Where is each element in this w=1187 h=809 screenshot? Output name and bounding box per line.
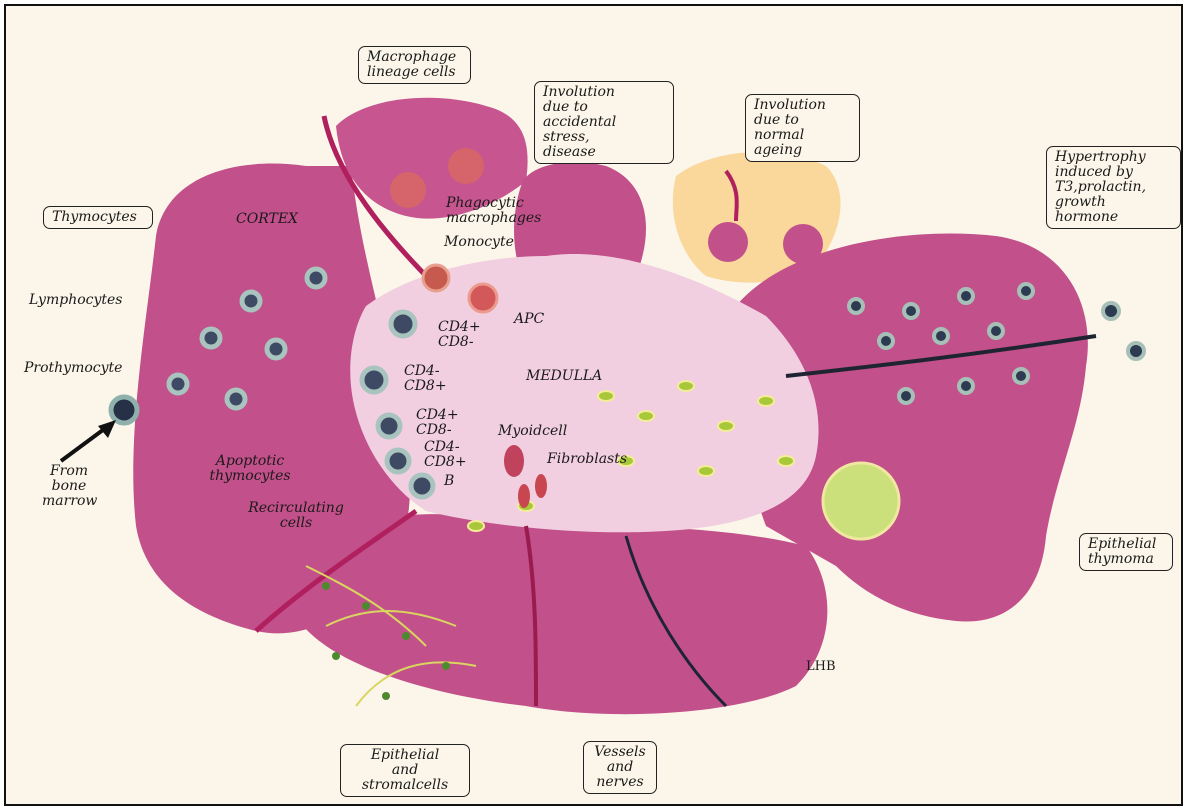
thymocyte-cell [391,312,415,336]
cd4-cd8-label-3: CD4+ CD8- [416,408,459,438]
epithelial-cell [758,396,774,406]
epithelial-cell [598,391,614,401]
phagocytic-macrophage [390,172,426,208]
phagocytic-macrophage [448,148,484,184]
thymocyte-cell [227,390,245,408]
epithelial-cell [678,381,694,391]
involution-stress-label: Involution due to accidental stress, dis… [534,81,674,164]
recirculating-label: Recirculating cells [246,501,346,531]
apoptotic-label: Apoptotic thymocytes [202,454,298,484]
myoidcell-label: Myoidcell [498,424,567,439]
ageing-lobule [708,222,748,262]
macrophage-lineage-label: Macrophage lineage cells [358,46,471,84]
epithelial-thymoma-label: Epithelial thymoma [1079,533,1173,571]
cortex-label: CORTEX [236,212,298,227]
epithelial-cell [718,421,734,431]
phagocytic-label: Phagocytic macrophages [446,196,541,226]
thymocyte-cell [1103,303,1119,319]
epithelial-thymoma-cluster [823,463,899,539]
prothymocyte-cell [111,397,137,423]
monocyte-label: Monocyte [444,235,514,250]
monocyte-cell [423,265,449,291]
prothymocyte-label: Prothymocyte [24,361,122,376]
lymphocytes-label: Lymphocytes [29,293,123,308]
thymocyte-cell [899,389,913,403]
thymocyte-cell [904,304,918,318]
thymocyte-cell [1128,343,1144,359]
diagram-frame: CORTEX MEDULLA Macrophage lineage cells … [4,4,1183,806]
thymocytes-label: Thymocytes [43,206,153,229]
thymocyte-cell [1019,284,1033,298]
thymocyte-cell [362,368,386,392]
thymocyte-cell [934,329,948,343]
signature-label: LHB [806,659,836,674]
thymocyte-cell [849,299,863,313]
hypertrophy-label: Hypertrophy induced by T3,prolactin, gro… [1046,146,1181,229]
cd4-cd8-label-2: CD4- CD8+ [404,364,447,394]
b-cell-label: B [444,474,454,489]
stromal-cell [332,652,340,660]
thymocyte-cell [202,329,220,347]
involution-ageing-label: Involution due to normal ageing [745,94,860,162]
stromal-cell [322,582,330,590]
epithelial-cell [778,456,794,466]
fibroblasts-label: Fibroblasts [547,452,627,467]
thymocyte-cell [307,269,325,287]
thymocyte-cell [378,415,400,437]
vessels-nerves-label: Vessels and nerves [583,741,657,794]
apc-label: APC [514,312,544,327]
cd4-cd8-label-4: CD4- CD8+ [424,440,467,470]
epithelial-cell [698,466,714,476]
thymocyte-cell [959,289,973,303]
myoid-cell [504,445,524,477]
cd4-cd8-label-1: CD4+ CD8- [438,320,481,350]
medulla-label: MEDULLA [526,369,602,384]
fibroblast-cell [518,484,530,508]
thymocyte-cell [959,379,973,393]
thymocyte-cell [1014,369,1028,383]
stromal-cell [362,602,370,610]
epithelial-cell [468,521,484,531]
apc-cell [469,284,497,312]
stromal-cell [442,662,450,670]
thymocyte-cell [169,375,187,393]
thymocyte-cell [267,340,285,358]
thymocyte-cell [411,475,433,497]
fibroblast-cell [535,474,547,498]
bone-marrow-arrowhead [98,420,116,438]
epithelial-stromal-label: Epithelial and stromalcells [340,744,470,797]
thymocyte-cell [387,450,409,472]
from-bone-marrow-label: From bone marrow [42,464,96,509]
stromal-cell [402,632,410,640]
stromal-cell [382,692,390,700]
ageing-lobule [783,224,823,264]
epithelial-cell [638,411,654,421]
thymocyte-cell [989,324,1003,338]
thymocyte-cell [242,292,260,310]
thymocyte-cell [879,334,893,348]
